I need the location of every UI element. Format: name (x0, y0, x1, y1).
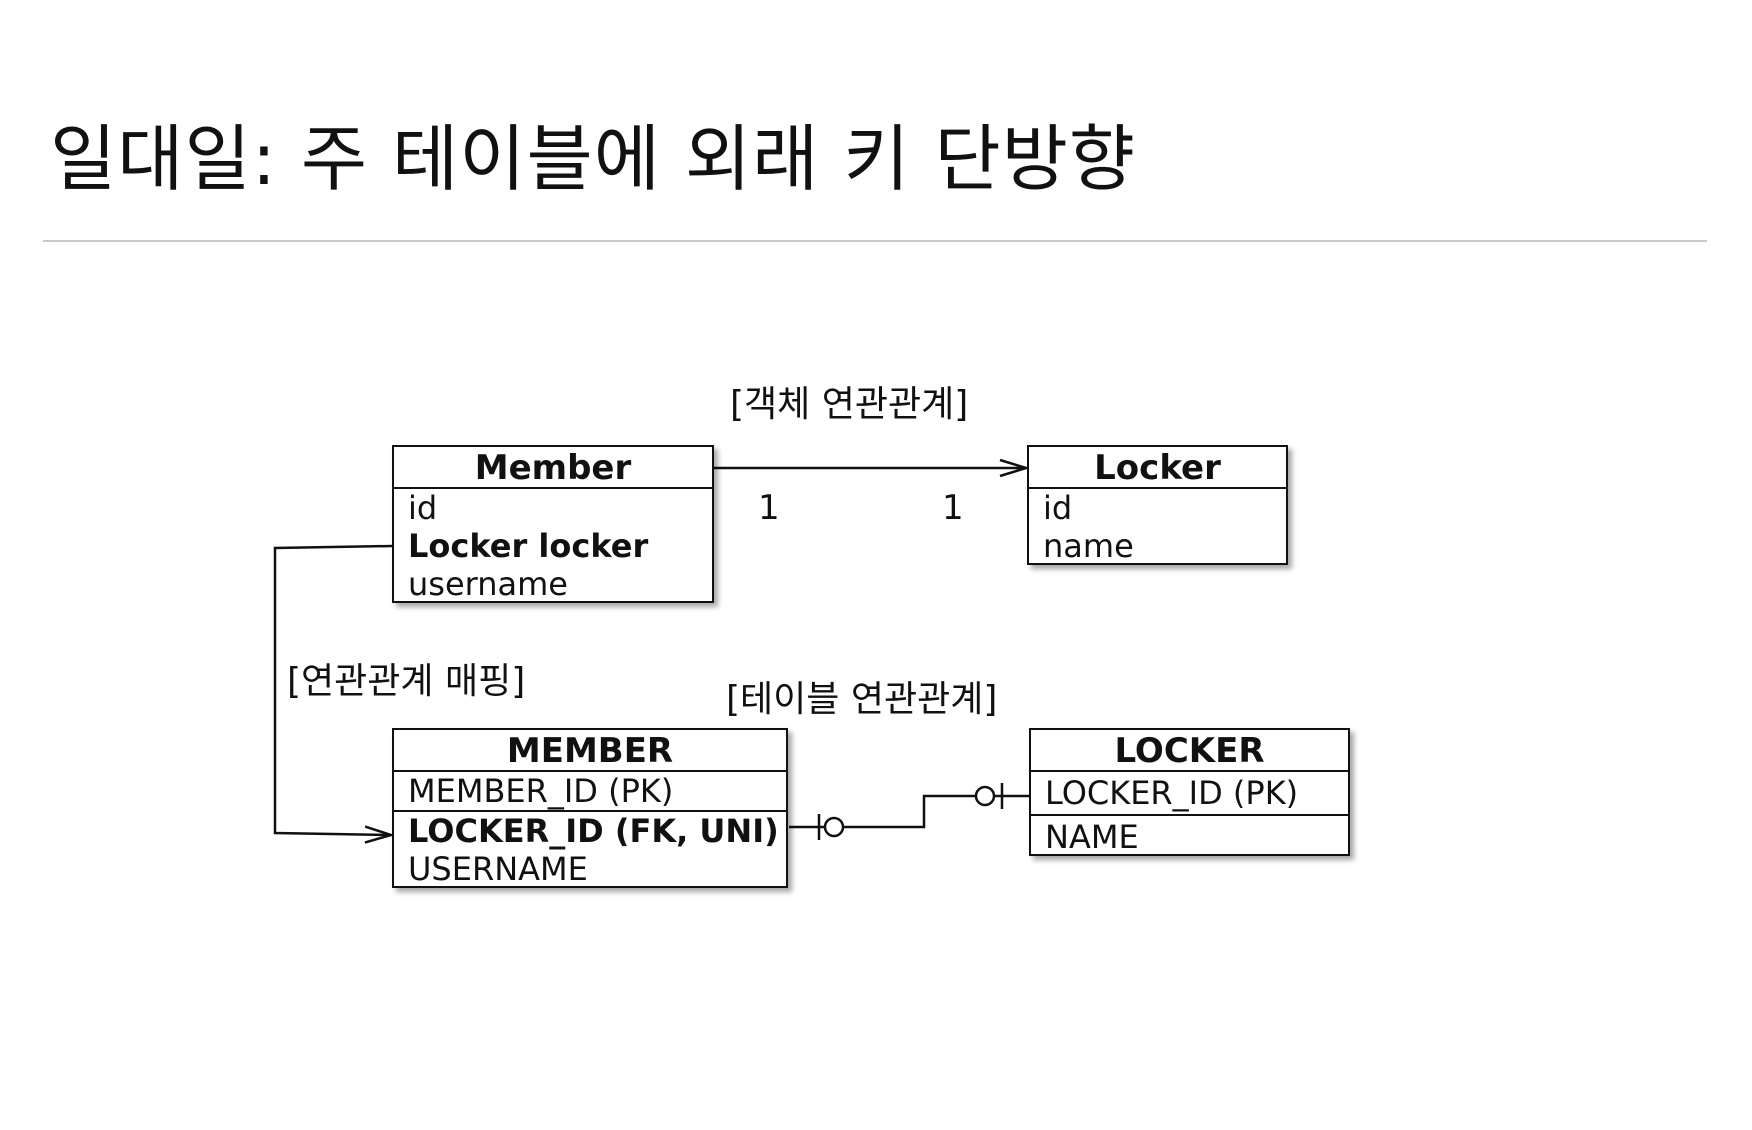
member-entity-box: Member id Locker locker username (392, 445, 714, 603)
locker-table-pk: LOCKER_ID (PK) (1031, 772, 1348, 816)
locker-entity-name: Locker (1029, 447, 1286, 489)
mapping-connector (273, 544, 392, 835)
locker-table-box: LOCKER LOCKER_ID (PK) NAME (1029, 728, 1350, 856)
locker-table-name-col: NAME (1045, 818, 1139, 856)
locker-table-name: LOCKER (1031, 730, 1348, 772)
mapping-caption: [연관관계 매핑] (287, 661, 526, 702)
multiplicity-left: 1 (758, 488, 780, 528)
member-field-id: id (408, 489, 438, 527)
locker-field-name: name (1043, 527, 1134, 565)
multiplicity-right: 1 (942, 488, 964, 528)
member-field-username: username (408, 565, 568, 603)
member-field-locker: Locker locker (408, 527, 649, 565)
locker-field-id: id (1043, 489, 1073, 527)
page-title: 일대일: 주 테이블에 외래 키 단방향 (50, 117, 1137, 201)
table-relation-caption: [테이블 연관관계] (726, 679, 998, 720)
member-table-pk: MEMBER_ID (PK) (394, 772, 786, 812)
member-table-fk: LOCKER_ID (FK, UNI) (408, 812, 779, 850)
member-table-name: MEMBER (394, 730, 786, 772)
member-table-username: USERNAME (408, 850, 588, 888)
member-table-box: MEMBER MEMBER_ID (PK) LOCKER_ID (FK, UNI… (392, 728, 788, 888)
title-divider (43, 240, 1707, 242)
member-entity-name: Member (394, 447, 712, 489)
locker-entity-box: Locker id name (1027, 445, 1288, 565)
object-relation-caption: [객체 연관관계] (730, 384, 969, 425)
table-relationship-line (789, 783, 1029, 840)
